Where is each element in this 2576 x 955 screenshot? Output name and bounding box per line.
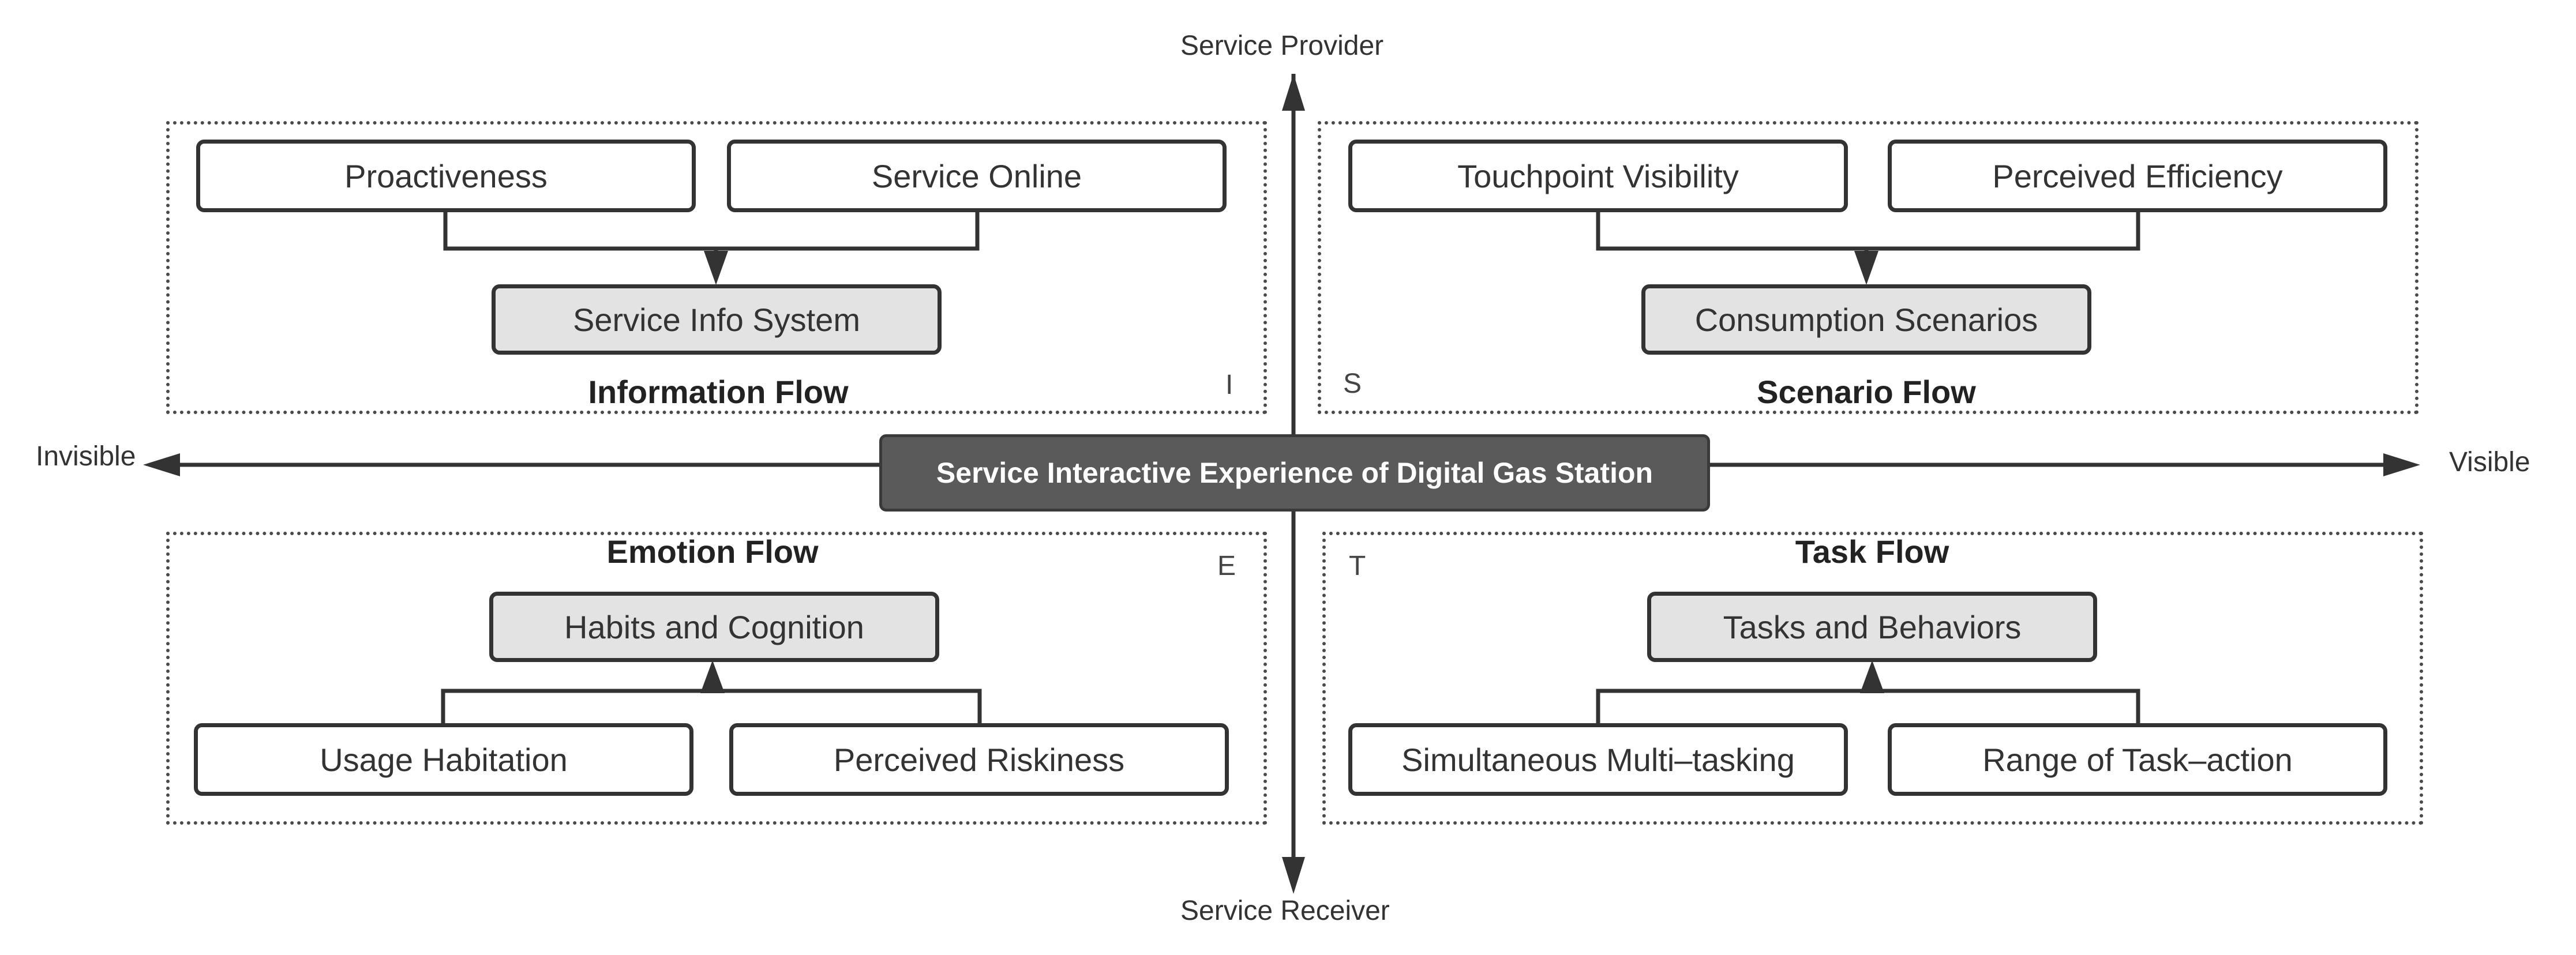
arrowhead-down-icon (1282, 857, 1305, 894)
arrowhead-task-icon (1860, 660, 1884, 693)
axis-label-bottom: Service Receiver (1180, 896, 1390, 926)
factor-service-online: Service Online (727, 140, 1227, 212)
factor-perceived-efficiency: Perceived Efficiency (1888, 140, 2387, 212)
quadrant-scenario-flow (1318, 121, 2418, 414)
flow-title-task: Task Flow (1795, 533, 1949, 570)
core-tasks-and-behaviors: Tasks and Behaviors (1647, 592, 2097, 662)
axis-label-right: Visible (2449, 447, 2530, 478)
flow-title-emotion: Emotion Flow (606, 533, 819, 570)
factor-perceived-riskiness: Perceived Riskiness (729, 723, 1229, 796)
arrowhead-right-icon (2383, 453, 2420, 476)
quadrant-task-flow (1322, 532, 2423, 825)
connector-information (443, 210, 980, 251)
quadrant-marker-task: T (1349, 551, 1366, 581)
arrowhead-left-icon (143, 453, 180, 476)
axis-label-top: Service Provider (1180, 31, 1384, 61)
quadrant-information-flow (166, 121, 1267, 414)
arrowhead-scenario-icon (1854, 251, 1878, 285)
factor-proactiveness: Proactiveness (196, 140, 696, 212)
quadrant-emotion-flow (166, 532, 1267, 825)
quadrant-marker-emotion: E (1217, 551, 1236, 581)
core-service-info-system: Service Info System (492, 284, 942, 355)
arrowhead-emotion-icon (700, 660, 725, 693)
factor-simultaneous-multitasking: Simultaneous Multi–tasking (1348, 723, 1848, 796)
core-consumption-scenarios: Consumption Scenarios (1641, 284, 2091, 355)
axis-label-left: Invisible (36, 441, 136, 472)
quadrant-marker-information: I (1225, 370, 1233, 400)
core-habits-and-cognition: Habits and Cognition (489, 592, 939, 662)
factor-touchpoint-visibility: Touchpoint Visibility (1348, 140, 1848, 212)
flow-title-information: Information Flow (588, 374, 849, 410)
factor-range-of-task-action: Range of Task–action (1888, 723, 2387, 796)
arrowhead-information-icon (704, 251, 728, 285)
quadrant-marker-scenario: S (1343, 369, 1362, 399)
flow-title-scenario: Scenario Flow (1757, 374, 1976, 410)
factor-usage-habitation: Usage Habitation (194, 723, 693, 796)
center-title-box: Service Interactive Experience of Digita… (879, 434, 1710, 512)
arrowhead-up-icon (1282, 74, 1305, 111)
